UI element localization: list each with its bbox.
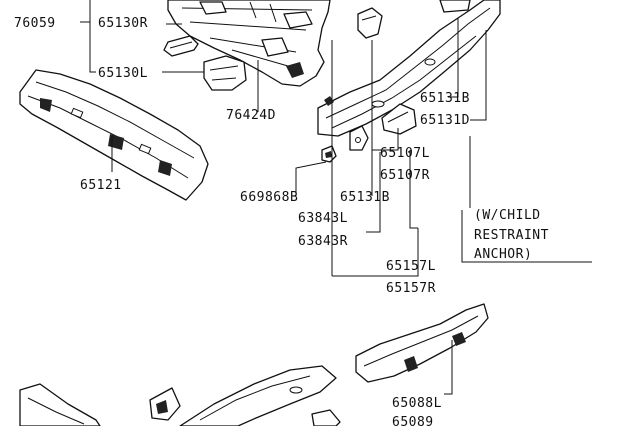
- callout-65131b-mid: 65131B: [340, 190, 390, 205]
- callout-65131d: 65131D: [420, 113, 470, 128]
- callout-76059: 76059: [14, 16, 56, 31]
- side-rail-top-right: [317, 0, 501, 137]
- callout-65089: 65089: [392, 415, 434, 426]
- callout-65088l: 65088L: [392, 396, 442, 411]
- callout-65130r: 65130R: [98, 16, 148, 31]
- callout-63843l: 63843L: [298, 211, 348, 226]
- leader-lines: [80, 0, 592, 395]
- bracket-65130l: [203, 55, 247, 91]
- callout-65107r: 65107R: [380, 168, 430, 183]
- note-line-1: (W/CHILD: [474, 208, 541, 223]
- clip-669868b: [321, 145, 337, 163]
- callout-65121: 65121: [80, 178, 122, 193]
- callout-65130l: 65130L: [98, 66, 148, 81]
- callout-669868b: 669868B: [240, 190, 298, 205]
- callout-65157l: 65157L: [386, 259, 436, 274]
- note-line-3: ANCHOR): [474, 247, 532, 262]
- bracket-65131b-mid: [349, 125, 369, 151]
- callout-63843r: 63843R: [298, 234, 348, 249]
- bracket-65107: [381, 103, 417, 135]
- floor-crossmember-top: [167, 0, 331, 87]
- bracket-65130r: [163, 35, 199, 57]
- note-line-2: RESTRAINT: [474, 228, 549, 243]
- callout-65107l: 65107L: [380, 146, 430, 161]
- callout-76424d: 76424D: [226, 108, 276, 123]
- reinforcement-vertical: [357, 7, 383, 39]
- callout-65157r: 65157R: [386, 281, 436, 296]
- sill-65088: [355, 303, 489, 383]
- callout-labels: 76059 65130R 65130L 76424D 65121 65131B …: [14, 16, 549, 426]
- callout-65131b-top: 65131B: [420, 91, 470, 106]
- floor-rail-lower: [19, 365, 341, 426]
